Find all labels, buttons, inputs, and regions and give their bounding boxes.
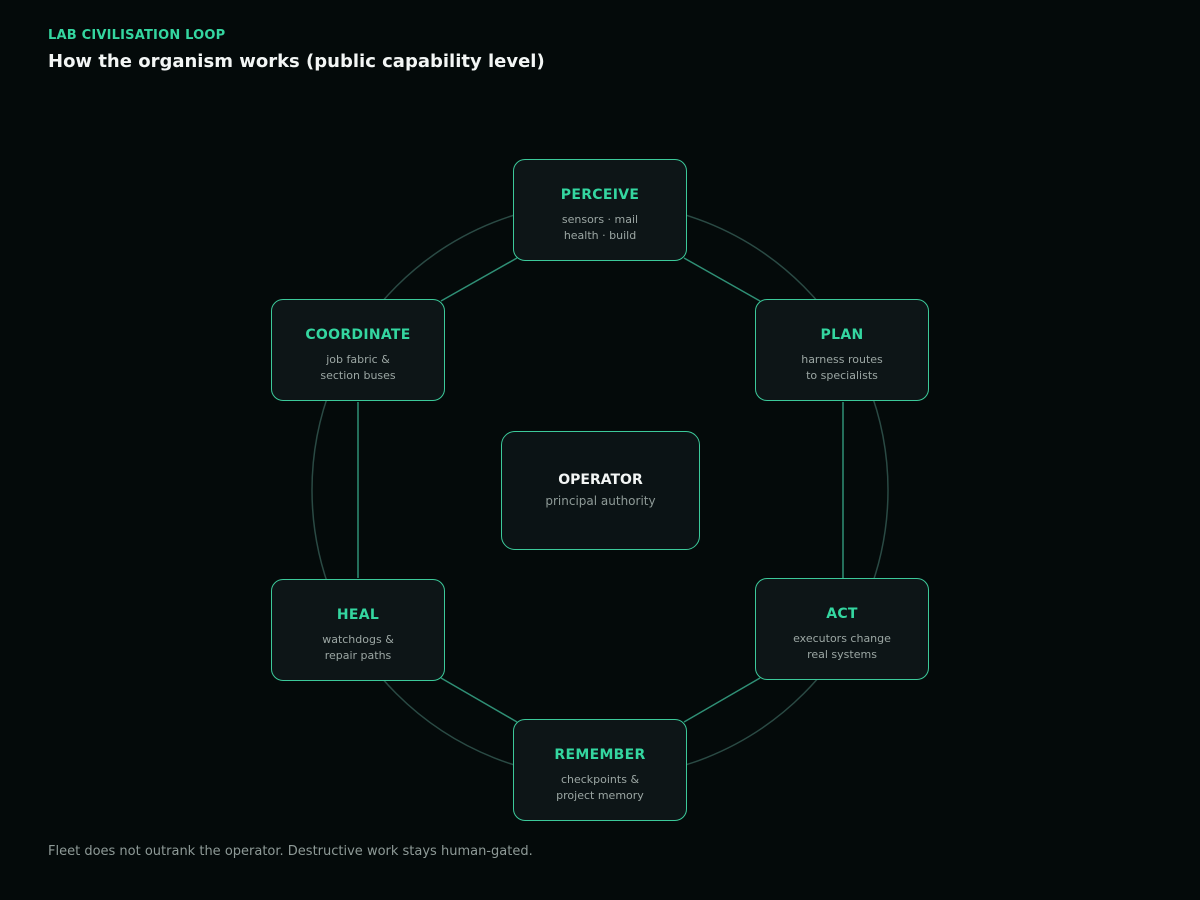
connector-remember-heal	[440, 677, 518, 723]
node-perceive: PERCEIVE sensors · mail health · build	[513, 159, 687, 261]
node-act-title: ACT	[826, 606, 858, 622]
node-act: ACT executors change real systems	[755, 578, 929, 680]
operator-subtitle: principal authority	[545, 494, 656, 508]
node-remember-title: REMEMBER	[554, 747, 646, 763]
diagram-title: How the organism works (public capabilit…	[48, 51, 545, 72]
node-coordinate-title: COORDINATE	[305, 327, 411, 343]
connector-coordinate-perceive	[440, 257, 518, 302]
node-coordinate-desc: job fabric & section buses	[320, 353, 396, 382]
operator-node: OPERATOR principal authority	[501, 431, 700, 550]
node-plan-title: PLAN	[820, 327, 864, 343]
node-remember: REMEMBER checkpoints & project memory	[513, 719, 687, 821]
operator-title: OPERATOR	[558, 472, 643, 488]
connector-perceive-plan	[683, 257, 761, 302]
node-heal-title: HEAL	[336, 607, 380, 623]
node-remember-desc: checkpoints & project memory	[556, 773, 644, 802]
node-perceive-title: PERCEIVE	[560, 187, 640, 203]
node-perceive-desc: sensors · mail health · build	[561, 213, 639, 242]
footer-note: Fleet does not outrank the operator. Des…	[48, 844, 533, 859]
node-plan: PLAN harness routes to specialists	[755, 299, 929, 401]
node-heal-desc: watchdogs & repair paths	[322, 633, 394, 662]
node-heal: HEAL watchdogs & repair paths	[271, 579, 445, 681]
node-plan-desc: harness routes to specialists	[801, 353, 883, 382]
diagram-eyebrow: LAB CIVILISATION LOOP	[48, 28, 226, 43]
node-coordinate: COORDINATE job fabric & section buses	[271, 299, 445, 401]
connector-act-remember	[683, 677, 761, 723]
node-act-desc: executors change real systems	[793, 632, 891, 661]
